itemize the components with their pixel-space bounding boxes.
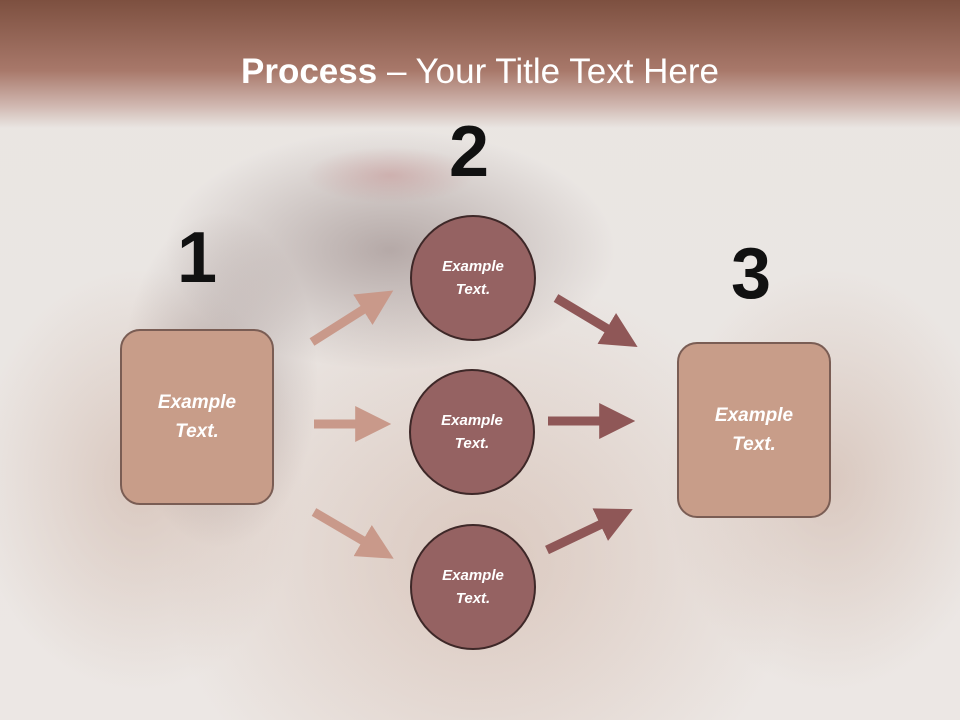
step-3-box-text: Example Text. <box>714 405 794 455</box>
step-2-circle-bottom[interactable]: Example Text. <box>410 524 536 650</box>
arrow-1-to-top <box>309 290 394 346</box>
arrow-top-to-3 <box>553 294 638 347</box>
arrow-1-to-bottom <box>311 508 394 559</box>
circle-middle-text: Example Text. <box>441 412 503 452</box>
step-number-3: 3 <box>731 234 772 314</box>
step-number-1: 1 <box>177 218 218 298</box>
step-number-2: 2 <box>449 112 490 192</box>
circle-bottom-text: Example Text. <box>442 567 504 607</box>
circle-top-text: Example Text. <box>442 258 504 298</box>
step-2-circle-top[interactable]: Example Text. <box>410 215 536 341</box>
title-bold: Process <box>241 52 378 91</box>
arrow-bottom-to-3 <box>545 508 633 555</box>
step-2-circle-middle[interactable]: Example Text. <box>409 369 535 495</box>
step-1-box-text: Example Text. <box>157 392 237 442</box>
step-3-box[interactable]: Example Text. <box>677 342 831 518</box>
title-band <box>0 0 960 128</box>
title-rest: – Your Title Text Here <box>377 52 719 91</box>
step-1-box[interactable]: Example Text. <box>120 329 274 505</box>
slide-title: Process – Your Title Text Here <box>0 52 960 92</box>
